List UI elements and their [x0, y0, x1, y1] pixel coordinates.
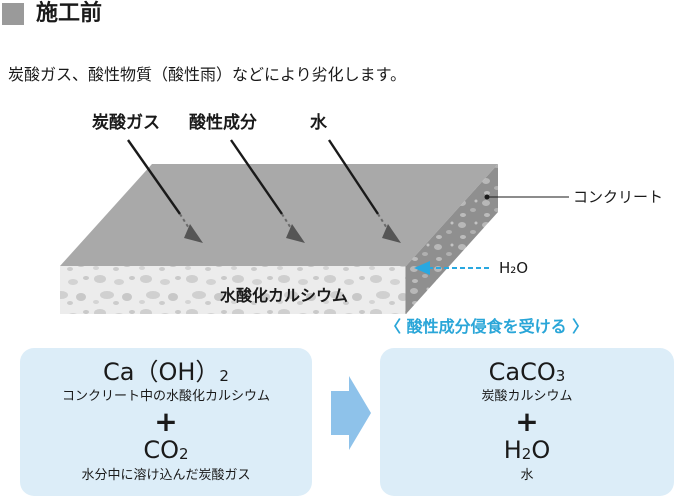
concrete-label: コンクリート — [573, 188, 664, 206]
acid-attack-label: 〈 酸性成分侵食を受ける 〉 — [385, 317, 589, 336]
page-title: 施工前 — [36, 1, 103, 26]
h2o-inflow-label: H₂O — [499, 259, 529, 277]
calcium-carbonate-desc: 炭酸カルシウム — [481, 389, 573, 404]
water-inflow-arrow — [414, 261, 489, 275]
reactants-box: Ca（OH）2 コンクリート中の水酸化カルシウム + CO2 水分中に溶け込んだ… — [20, 348, 312, 496]
calcium-hydroxide-formula: Ca（OH）2 — [103, 358, 229, 386]
slab-top-face — [60, 164, 498, 266]
slab-calcium-hydroxide-label: 水酸化カルシウム — [220, 286, 349, 305]
calcium-carbonate-formula: CaCO3 — [488, 358, 566, 386]
intro-text: 炭酸ガス、酸性物質（酸性雨）などにより劣化します。 — [8, 65, 407, 84]
co2-formula: CO2 — [143, 436, 189, 464]
products-box: CaCO3 炭酸カルシウム + H2O 水 — [380, 348, 674, 496]
water-penetration-arrow — [327, 139, 401, 243]
co2-label: 炭酸ガス — [92, 113, 160, 133]
slab-front-face — [60, 266, 406, 314]
acid-penetration-arrow — [230, 139, 305, 243]
slab-side-face — [406, 164, 498, 314]
plus-sign: + — [154, 405, 178, 438]
h2o-desc: 水 — [520, 468, 534, 483]
h2o-formula: H2O — [503, 436, 551, 464]
heading-square-icon — [2, 3, 24, 25]
transition-arrow-icon — [331, 376, 371, 450]
plus-sign: + — [515, 405, 539, 438]
calcium-hydroxide-desc: コンクリート中の水酸化カルシウム — [61, 389, 270, 404]
water-label: 水 — [310, 113, 327, 133]
co2-desc: 水分中に溶け込んだ炭酸ガス — [81, 468, 251, 483]
acid-label: 酸性成分 — [189, 113, 257, 133]
co2-penetration-arrow — [127, 139, 203, 243]
